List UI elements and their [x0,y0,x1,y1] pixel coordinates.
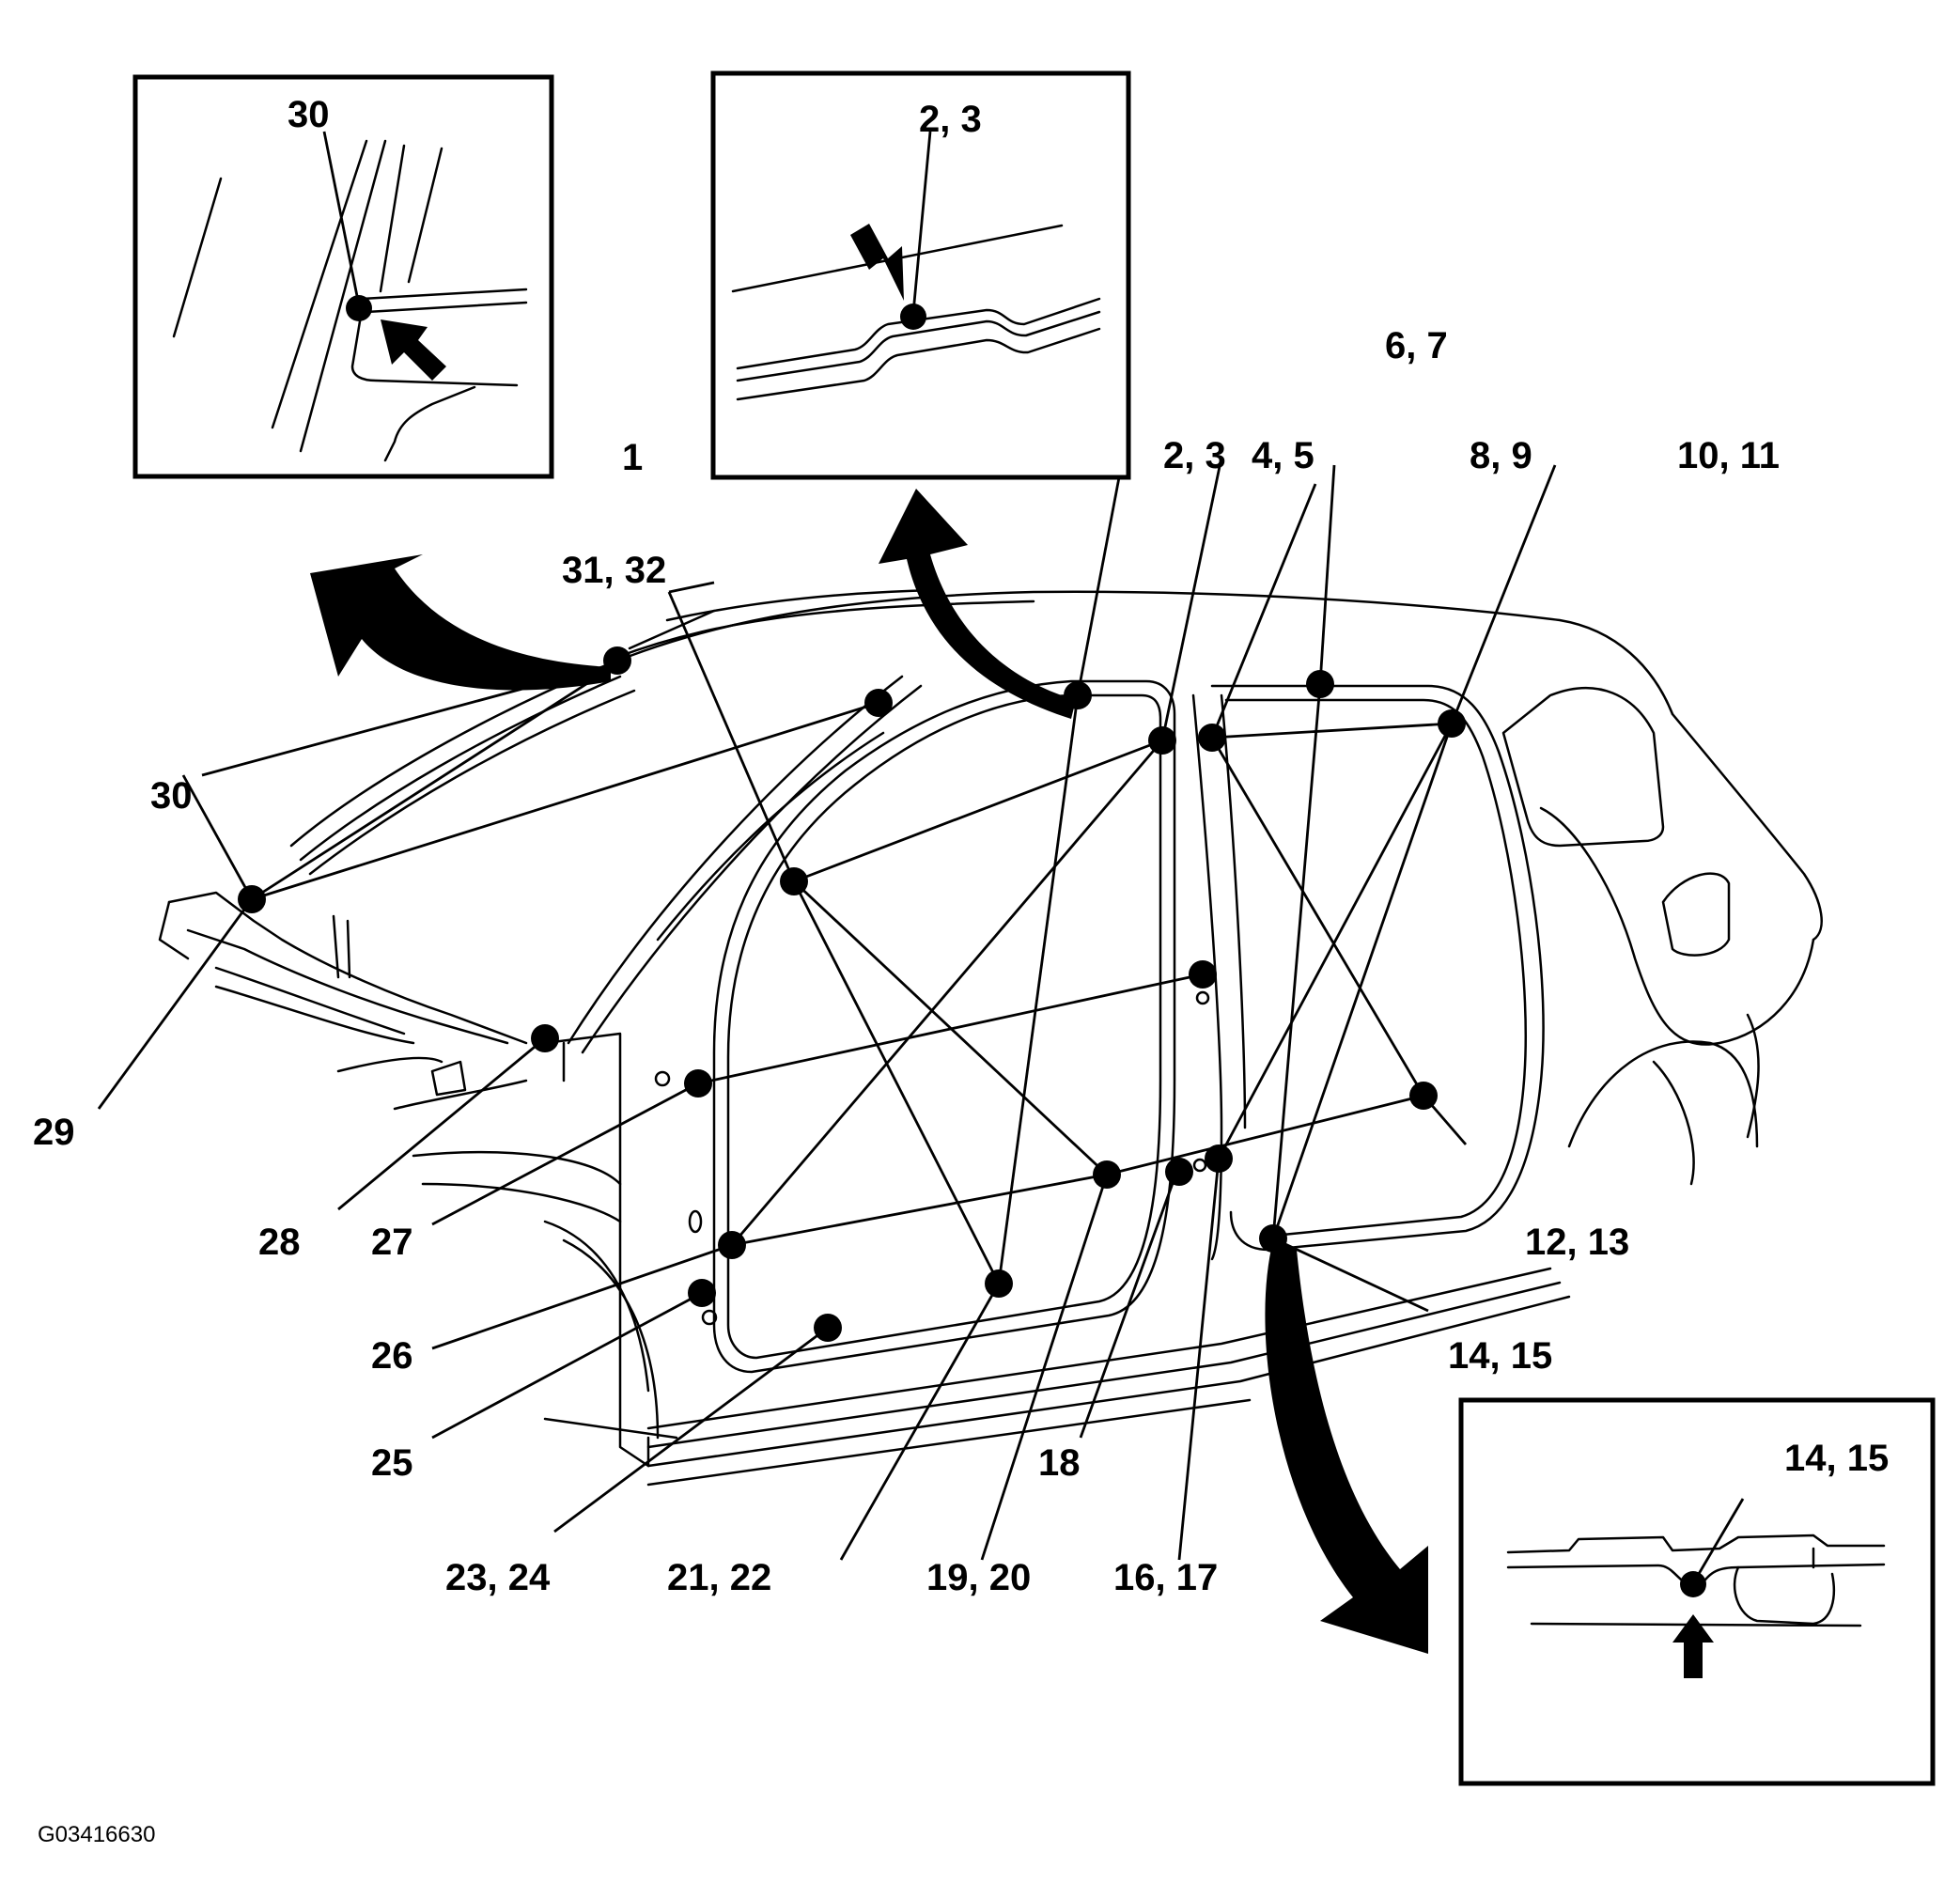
label-4-5: 4, 5 [1252,435,1314,476]
inset-arrow-2-3 [850,224,904,301]
measurement-points [238,646,1466,1342]
label-18: 18 [1038,1442,1081,1484]
point-28 [531,1024,559,1052]
point-6-7 [1198,724,1226,752]
point-29 [238,885,266,913]
point-upper-b-pillar [1189,960,1217,989]
curved-arrow-to-roof-front-inset [310,554,611,691]
label-2-3: 2, 3 [1163,435,1226,476]
label-25: 25 [371,1442,413,1484]
label-30: 30 [150,775,193,817]
point-10-11 [1438,709,1466,738]
curved-arrow-to-roof-rail-inset [879,489,1076,719]
label-8-9: 8, 9 [1470,435,1532,476]
label-31-32: 31, 32 [562,550,666,591]
point-12-13 [1409,1082,1438,1110]
point-26 [718,1231,746,1259]
point-4-5 [1148,726,1176,755]
label-6-7: 6, 7 [1385,325,1448,366]
label-16-17: 16, 17 [1113,1557,1218,1598]
point-16-17 [1205,1144,1233,1173]
point-labels: 1 2, 3 4, 5 6, 7 8, 9 10, 11 12, 13 14, … [33,325,1780,1598]
point-27 [684,1069,712,1098]
point-25 [688,1279,716,1307]
label-29: 29 [33,1112,75,1153]
vehicle-body-outline [158,588,1823,1487]
label-28: 28 [258,1222,301,1263]
point-18 [1165,1158,1193,1186]
label-21-22: 21, 22 [667,1557,771,1598]
inset-rocker: 14, 15 [1458,1397,1936,1786]
label-1: 1 [622,437,643,478]
label-23-24: 23, 24 [445,1557,551,1598]
figure-code: G03416630 [38,1822,155,1847]
point-23-24 [814,1314,842,1342]
point-21-22 [985,1269,1013,1298]
inset-point-14-15 [1680,1571,1706,1597]
point-8-9 [1306,670,1334,698]
measurement-lines [97,457,1557,1561]
point-19-20 [1093,1160,1121,1189]
inset-label-14-15: 14, 15 [1784,1438,1889,1479]
inset-arrow-30 [381,319,446,381]
inset-roof-rail: 2, 3 [710,70,1131,480]
label-14-15: 14, 15 [1448,1335,1552,1377]
inset-point-2-3 [900,304,926,330]
callout-arrows [310,489,1428,1654]
point-1 [864,689,893,717]
inset-point-30 [346,295,372,321]
label-12-13: 12, 13 [1525,1222,1629,1263]
inset-label-2-3: 2, 3 [919,99,982,140]
inset-arrow-14-15 [1672,1614,1714,1678]
label-26: 26 [371,1335,413,1377]
label-10-11: 10, 11 [1677,435,1780,476]
curved-arrow-to-rocker-inset [1265,1240,1428,1654]
inset-label-30: 30 [288,94,330,135]
inset-roof-front: 30 [132,74,554,479]
label-19-20: 19, 20 [926,1557,1031,1598]
point-31-32 [780,867,808,895]
label-27: 27 [371,1222,413,1263]
